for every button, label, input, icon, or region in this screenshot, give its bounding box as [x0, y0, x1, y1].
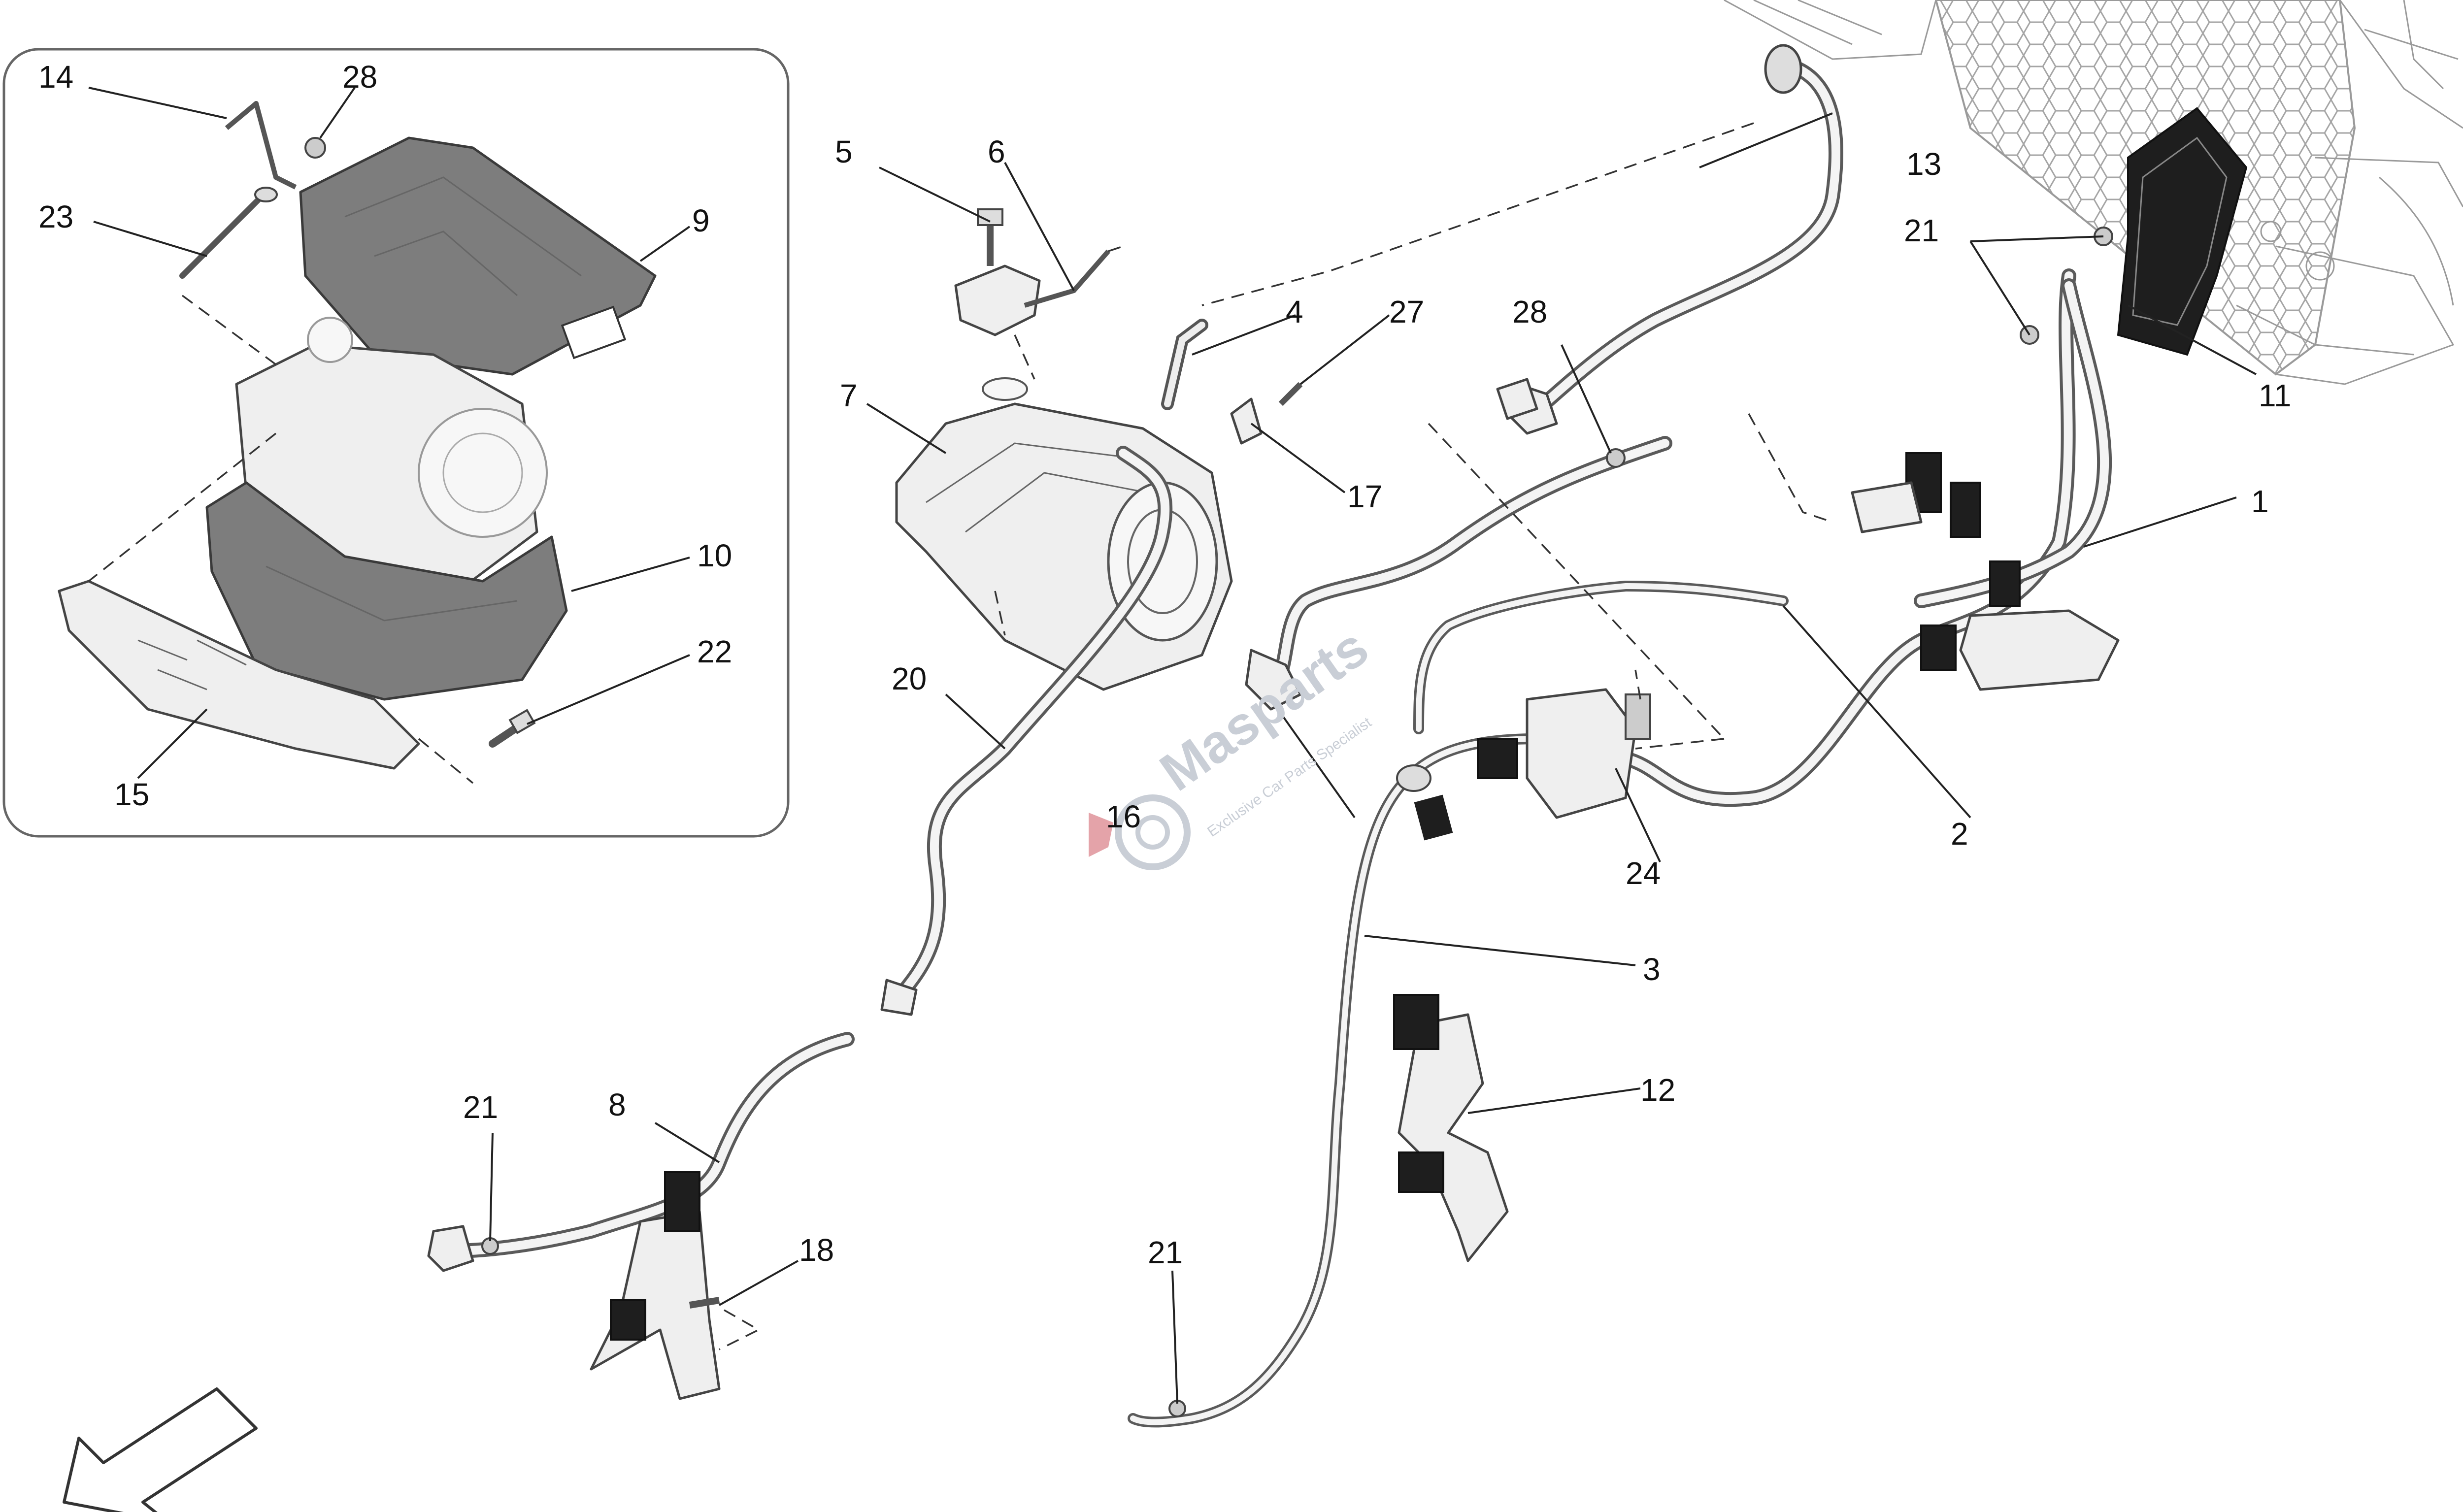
- callout-1: 1: [2251, 484, 2269, 519]
- callout-21-bottom: 21: [1148, 1235, 1183, 1270]
- callout-22: 22: [697, 634, 732, 669]
- callout-17: 17: [1347, 479, 1382, 514]
- callout-20: 20: [892, 661, 927, 696]
- callout-7: 7: [840, 378, 858, 413]
- brackets-and-clamps: [481, 107, 2248, 1417]
- callout-21-left: 21: [463, 1089, 498, 1125]
- callout-21-top: 21: [1904, 213, 1939, 248]
- leader-lines: [88, 87, 2257, 1404]
- callout-27: 27: [1389, 294, 1424, 329]
- callout-5: 5: [835, 134, 853, 169]
- assembly-dash-lines: [719, 122, 1833, 1350]
- watermark-logo: [1089, 794, 1191, 870]
- bottom-tray-part: [58, 580, 420, 770]
- callout-8: 8: [608, 1087, 626, 1122]
- upper-cover-part: [299, 136, 657, 376]
- callout-28-b: 28: [1512, 294, 1547, 329]
- callout-12: 12: [1640, 1072, 1675, 1108]
- callout-labels: 14 28 23 9 10 22 15 5 6 7 4 27 17 16 20 …: [38, 59, 2291, 1270]
- callout-13: 13: [1906, 146, 1941, 182]
- lower-shell-part: [205, 481, 568, 701]
- callout-11: 11: [2259, 378, 2291, 413]
- callout-9: 9: [692, 203, 710, 238]
- compressor-assembly: [895, 208, 1303, 691]
- callout-10: 10: [697, 538, 732, 573]
- bracket-rod-part: [225, 101, 297, 190]
- long-bolt-part: [179, 194, 264, 279]
- callout-2: 2: [1951, 816, 1968, 852]
- front-direction-arrow-icon: [63, 1387, 258, 1512]
- callout-16: 16: [1106, 799, 1141, 834]
- callout-23: 23: [38, 199, 73, 234]
- callout-18: 18: [799, 1232, 834, 1268]
- callout-28: 28: [342, 59, 377, 95]
- callout-3: 3: [1643, 952, 1661, 987]
- inset-panel: [2, 48, 790, 838]
- callout-24: 24: [1626, 855, 1661, 891]
- callout-4: 4: [1286, 294, 1303, 329]
- callout-15: 15: [114, 777, 149, 812]
- callout-6: 6: [988, 134, 1005, 169]
- callout-14: 14: [38, 59, 73, 95]
